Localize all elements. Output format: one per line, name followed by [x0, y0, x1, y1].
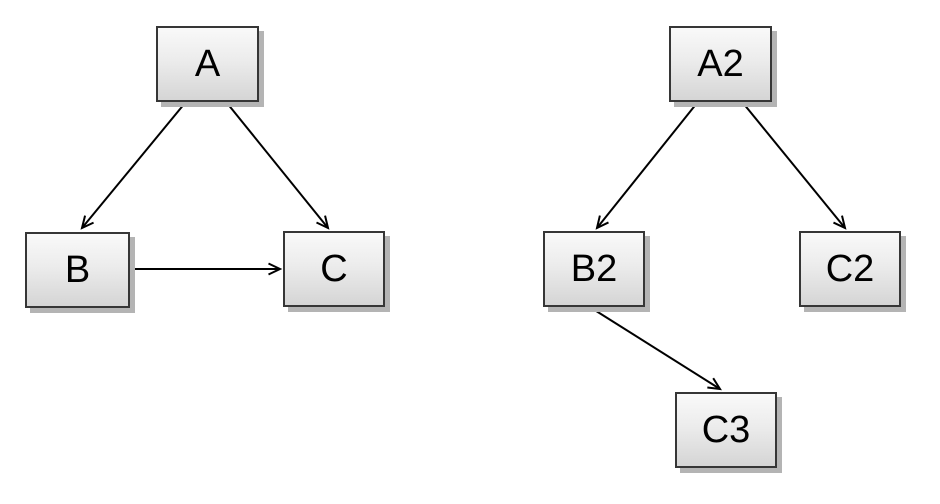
edge-A-B — [80, 102, 186, 230]
node-A: A — [156, 26, 259, 102]
node-A2-label: A2 — [697, 43, 744, 85]
node-C3: C3 — [675, 392, 777, 468]
node-C3-label: C3 — [701, 409, 751, 451]
node-B2: B2 — [543, 231, 645, 307]
node-B2-label: B2 — [570, 248, 618, 290]
node-A2: A2 — [669, 26, 772, 102]
node-B-label: B — [64, 249, 91, 291]
edge-A-C — [226, 102, 330, 230]
node-C: C — [283, 231, 385, 307]
edge-A2-C2 — [742, 102, 847, 230]
node-C-label: C — [320, 248, 348, 290]
node-C2: C2 — [799, 231, 901, 307]
node-B: B — [25, 232, 130, 308]
edge-A2-B2 — [595, 102, 698, 230]
node-C2-label: C2 — [825, 248, 875, 290]
edge-B2-C3 — [592, 308, 722, 391]
node-A-label: A — [194, 43, 221, 85]
